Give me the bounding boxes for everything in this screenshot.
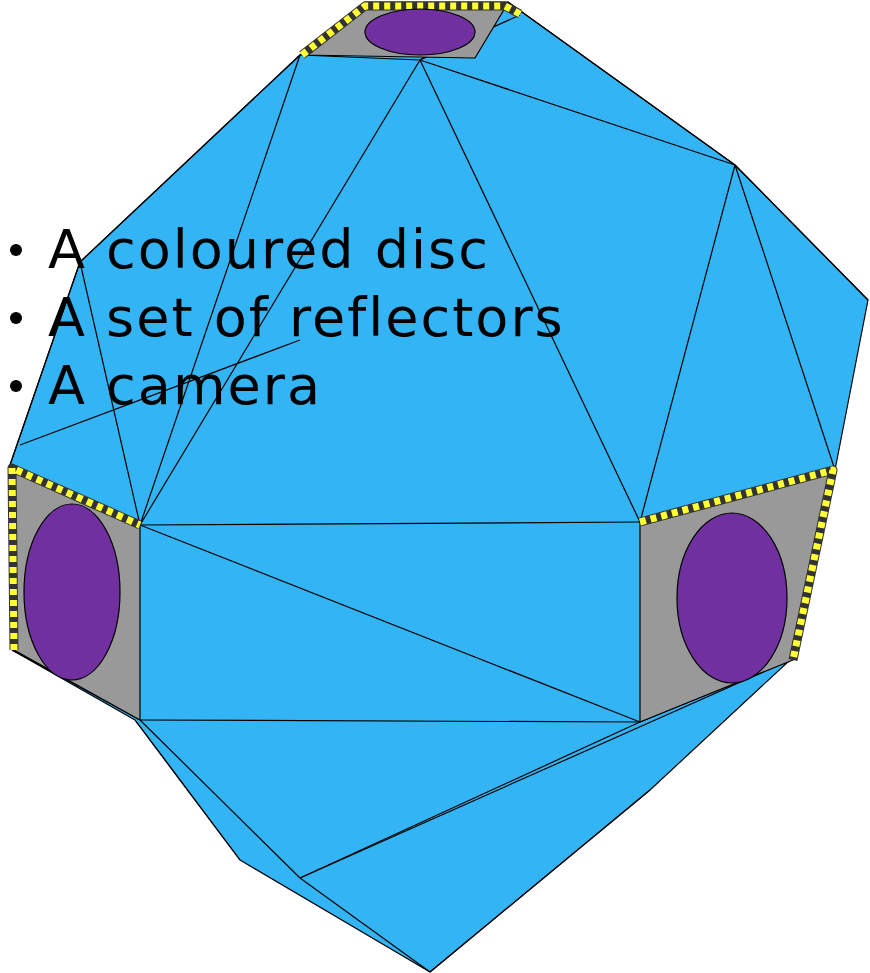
coloured-disc bbox=[24, 504, 120, 680]
bullet-markers bbox=[10, 244, 22, 392]
coloured-disc bbox=[677, 513, 787, 683]
bullet-text: A camera bbox=[48, 356, 322, 416]
camera-face bbox=[640, 470, 833, 722]
bullet-text: A set of reflectors bbox=[48, 288, 565, 348]
camera-face bbox=[12, 468, 140, 720]
coloured-disc bbox=[365, 9, 475, 55]
reflector-border bbox=[302, 6, 520, 55]
bullet-text: A coloured disc bbox=[48, 220, 490, 280]
polyhedron-body bbox=[10, 2, 868, 972]
facet-edges bbox=[10, 2, 868, 972]
